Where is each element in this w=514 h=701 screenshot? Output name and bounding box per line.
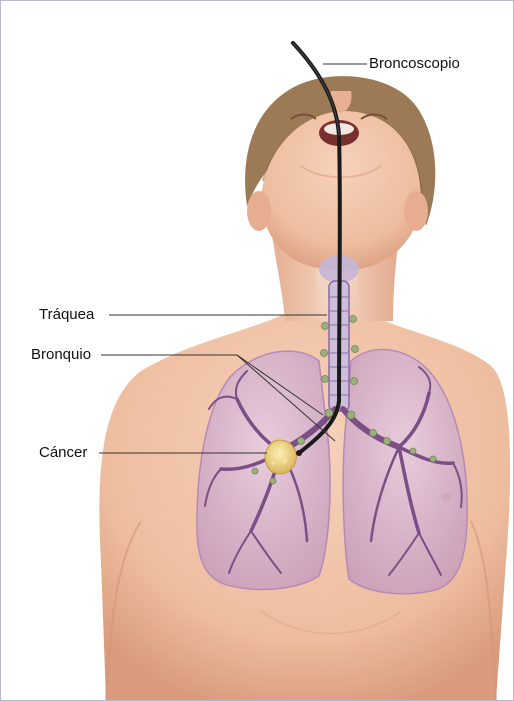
label-cancer: Cáncer <box>39 444 87 462</box>
label-bronchoscope: Broncoscopio <box>369 55 460 73</box>
label-trachea: Tráquea <box>39 306 94 324</box>
tumor <box>265 440 297 474</box>
label-bronchus: Bronquio <box>31 346 91 364</box>
